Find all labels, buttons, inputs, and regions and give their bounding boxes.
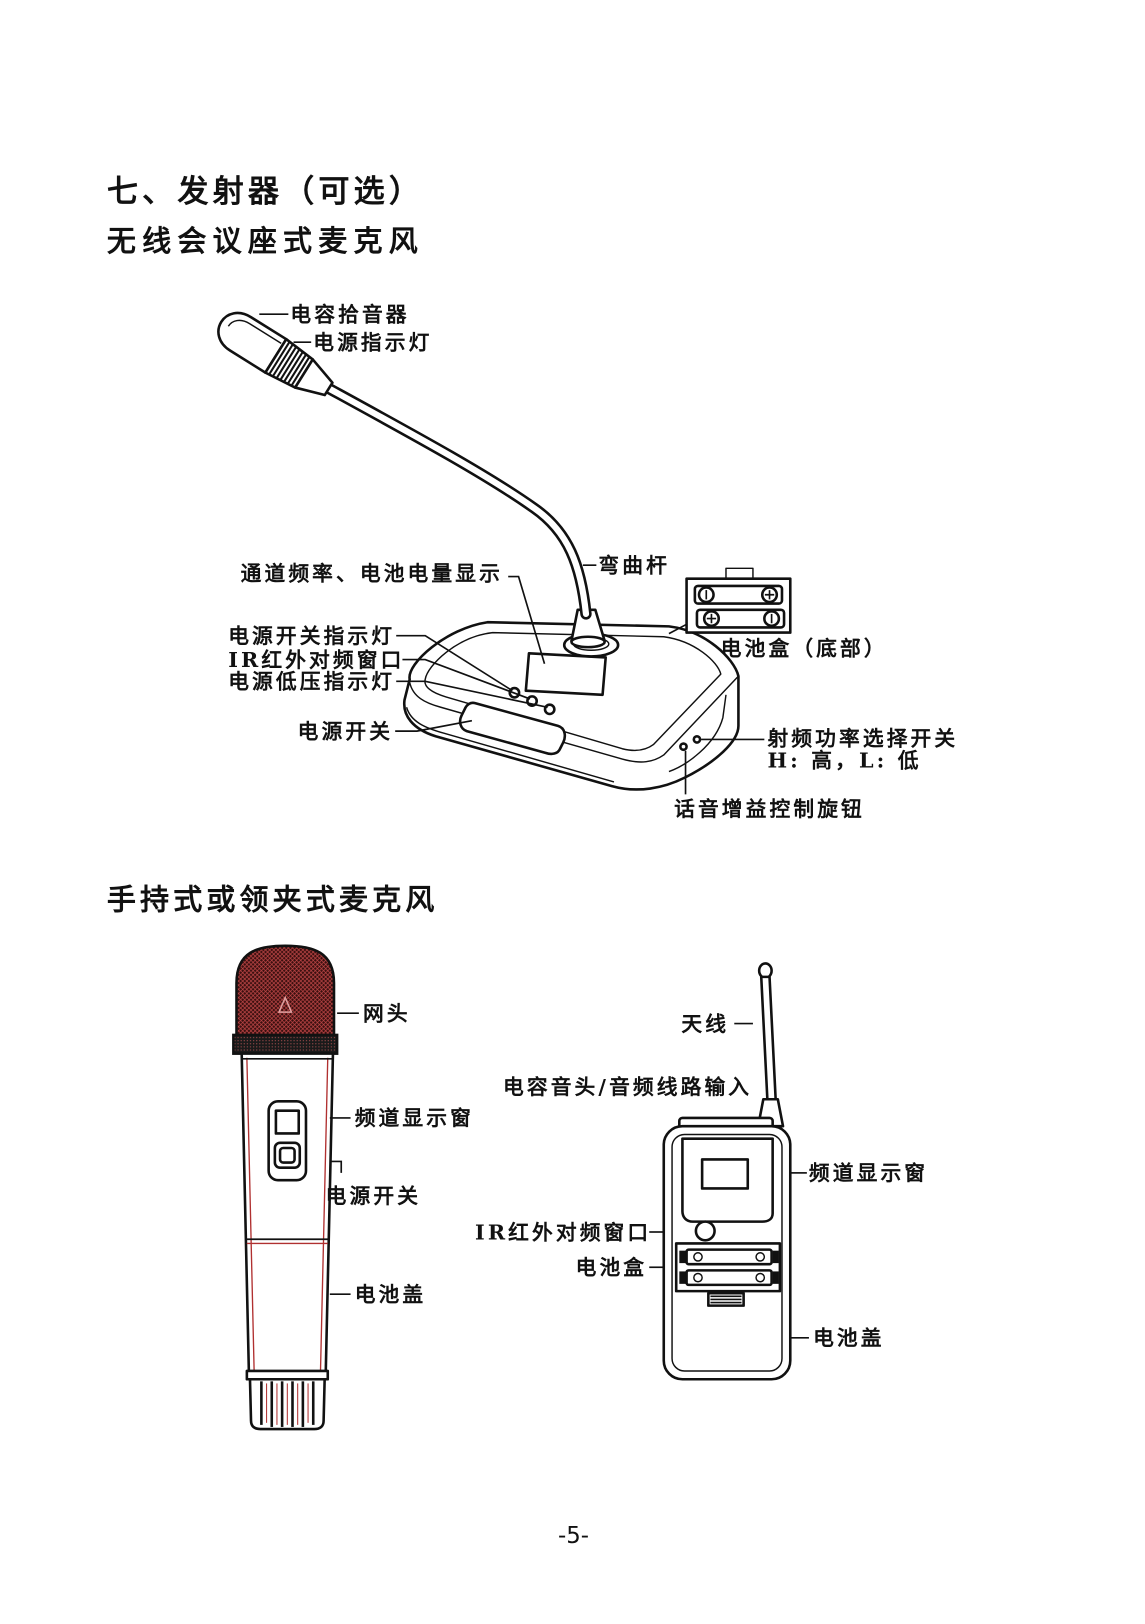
grille-logo-icon (277, 995, 293, 1013)
label-bodypack-battery-box: 电池盒 (576, 1256, 648, 1280)
battery-cell-1 (693, 584, 784, 605)
base-lcd-display (524, 652, 607, 697)
bodypack-display-window (700, 1158, 750, 1190)
label-display: 通道频率、电池电量显示 (241, 562, 503, 586)
label-rf-power-switch: 射频功率选择开关 (766, 727, 958, 751)
battery-box-inset (668, 567, 792, 635)
label-capsule: 电容拾音器 (290, 302, 409, 326)
conference-mic-leaders (259, 313, 765, 795)
low-voltage-led (543, 703, 556, 716)
battery-contacts (679, 1250, 779, 1284)
bodypack-leaders (649, 1022, 809, 1339)
capsule-ribs (268, 341, 311, 386)
bodypack-illustration: 天线 电容音头/音频线路输入 频道显示窗 IR红外对频窗口 电池盒 电池盖 (475, 962, 928, 1381)
label-gain-knob: 话音增益控制旋钮 (674, 797, 865, 821)
end-cap-ridges-red (266, 1383, 309, 1425)
label-low-voltage-indicator: 电源低压指示灯 (228, 670, 395, 694)
portable-mics-title: 手持式或领夹式麦克风 (107, 882, 439, 916)
bodypack-ir-window (694, 1220, 716, 1242)
base-side-panel (668, 694, 727, 773)
label-bodypack-battery-cover: 电池盖 (813, 1326, 885, 1350)
label-handheld-display-window: 频道显示窗 (355, 1106, 474, 1130)
base-top-panel (424, 631, 722, 752)
label-input: 电容音头/音频线路输入 (503, 1075, 752, 1099)
end-cap-ridges (260, 1381, 315, 1427)
antenna-rod (759, 975, 778, 1103)
conference-mic-illustration: 电容拾音器 电源指示灯 弯曲杆 通道频率、电池电量显示 电源开关指示灯 IR红外… (217, 302, 958, 821)
base-power-switch (458, 701, 567, 756)
label-ir-window: IR红外对频窗口 (228, 648, 404, 672)
capsule-taper (293, 358, 334, 397)
handheld-mic-illustration: 网头 频道显示窗 电源开关 电池盖 (232, 944, 474, 1431)
grille-band (232, 1033, 339, 1055)
handheld-grille (235, 944, 336, 1039)
label-battery-box: 电池盒（底部） (721, 636, 888, 660)
bodypack-battery-1 (685, 1248, 773, 1266)
handheld-display-window (274, 1109, 301, 1135)
label-bodypack-display-window: 频道显示窗 (809, 1161, 928, 1185)
mic-capsule (217, 311, 334, 397)
handheld-leaders (329, 1012, 359, 1296)
gain-knob (679, 742, 688, 752)
label-gooseneck: 弯曲杆 (598, 553, 670, 577)
label-power-switch-indicator: 电源开关指示灯 (228, 624, 395, 648)
label-bodypack-ir-window: IR红外对频窗口 (475, 1220, 651, 1244)
label-antenna: 天线 (681, 1012, 729, 1036)
label-handheld-grille: 网头 (363, 1001, 411, 1025)
label-handheld-power-switch: 电源开关 (326, 1184, 421, 1208)
capsule-head (217, 311, 288, 374)
base-front-lip (405, 707, 615, 783)
base-top-edge (408, 675, 739, 763)
mic-base (403, 620, 740, 791)
label-rf-power-levels: H: 高，L: 低 (767, 748, 921, 772)
rf-power-switch (692, 735, 702, 744)
gooseneck (322, 382, 592, 620)
neck-collar-rim (570, 635, 606, 649)
page-number: -5- (558, 1523, 589, 1549)
bodypack-battery-2 (685, 1269, 773, 1287)
section-title: 七、发射器（可选） (107, 174, 424, 210)
label-power-switch: 电源开关 (298, 719, 393, 743)
conference-mic-title: 无线会议座式麦克风 (107, 224, 424, 258)
label-power-indicator: 电源指示灯 (313, 330, 432, 354)
label-handheld-battery-cover: 电池盖 (355, 1282, 427, 1306)
